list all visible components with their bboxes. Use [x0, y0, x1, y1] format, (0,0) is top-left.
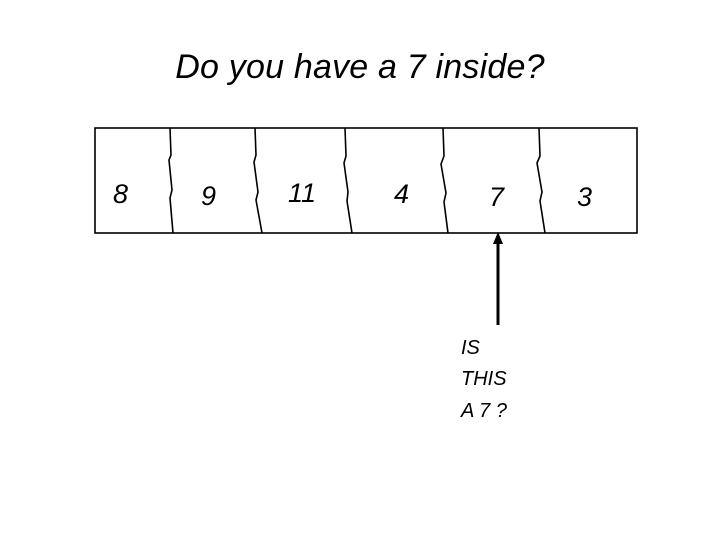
- cell-divider-1: [168, 127, 174, 234]
- array-cell-0-value: 8: [113, 179, 128, 209]
- array-cell-4-value: 7: [489, 182, 505, 212]
- annotation-arrow-head: [493, 232, 503, 244]
- cell-divider-3: [343, 127, 353, 234]
- array-cell-1-value: 9: [201, 181, 216, 211]
- array-cell-5-value: 3: [577, 182, 592, 212]
- annotation-line-2: THIS: [461, 368, 507, 390]
- array-cell-3-value: 4: [394, 179, 409, 209]
- cell-divider-4: [440, 127, 449, 234]
- cell-divider-2: [253, 127, 263, 234]
- annotation-line-1: IS: [461, 337, 481, 359]
- annotation-line-3: A 7 ?: [460, 400, 508, 422]
- array-cell-2-value: 11: [288, 178, 316, 208]
- cell-divider-5: [536, 127, 546, 234]
- array-outer-border: [94, 127, 638, 234]
- page-title: Do you have a 7 inside?: [175, 48, 545, 86]
